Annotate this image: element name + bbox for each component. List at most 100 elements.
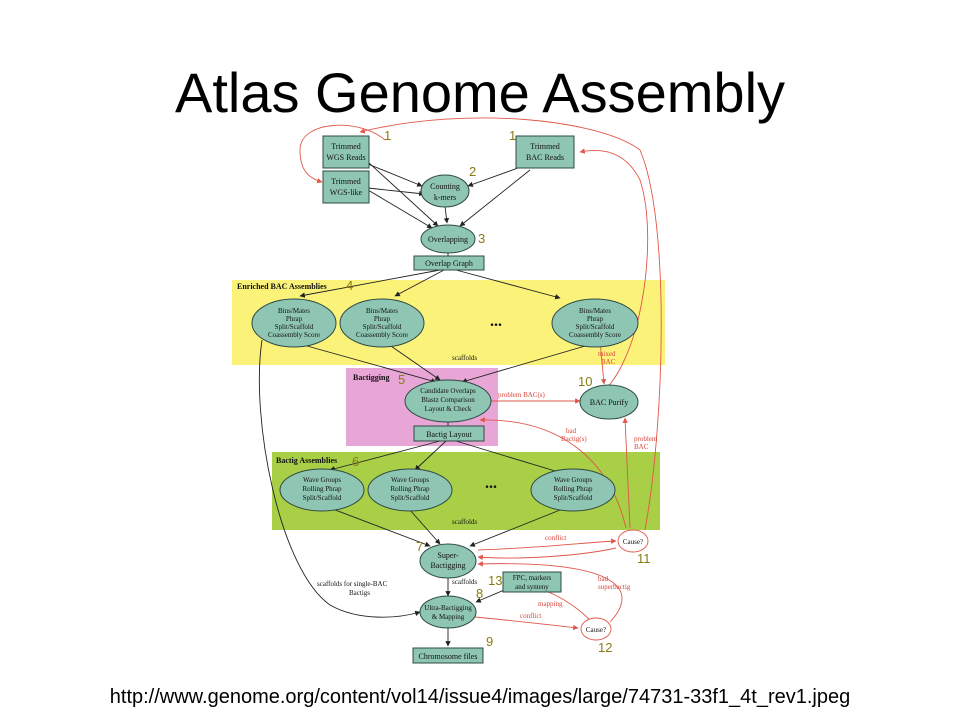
svg-text:Bactigging: Bactigging (430, 561, 465, 570)
step-9: 9 (486, 634, 493, 649)
ellipsis-2: ... (485, 475, 497, 492)
edge-label-scaffolds-1: scaffolds (452, 354, 477, 362)
svg-text:BAC Reads: BAC Reads (526, 153, 564, 162)
node-fpc-markers: FPC, markers and synteny (502, 571, 562, 593)
svg-text:k-mers: k-mers (434, 193, 456, 202)
svg-text:Wave Groups: Wave Groups (391, 476, 429, 484)
svg-text:Rolling Phrap: Rolling Phrap (390, 485, 430, 493)
edge-label-scaffolds-2: scaffolds (452, 518, 477, 526)
svg-text:Blastz Comparison: Blastz Comparison (421, 396, 475, 404)
section-label-bactig-assemblies: Bactig Assemblies (276, 456, 337, 465)
node-wave-3: Wave Groups Rolling Phrap Split/Scaffold (530, 468, 616, 512)
svg-text:Coassembly Score: Coassembly Score (569, 331, 621, 339)
step-1b: 1 (509, 128, 516, 143)
node-cause-2: Cause? (580, 617, 612, 641)
svg-text:Rolling Phrap: Rolling Phrap (553, 485, 593, 493)
svg-text:Overlapping: Overlapping (428, 235, 468, 244)
svg-text:Cause?: Cause? (623, 538, 643, 546)
step-6: 6 (352, 454, 359, 469)
edge-label-mixed-bac: BAC (601, 358, 616, 366)
svg-text:Candidate Overlaps: Candidate Overlaps (420, 387, 476, 395)
svg-text:Bins/Mates: Bins/Mates (366, 307, 398, 315)
node-bac-reads: Trimmed BAC Reads (515, 135, 575, 169)
ellipsis-1: ... (490, 313, 502, 330)
svg-text:Split/Scaffold: Split/Scaffold (275, 323, 314, 331)
edge-label-bad: bad (566, 427, 577, 435)
svg-text:Super-: Super- (437, 551, 459, 560)
svg-text:WGS-like: WGS-like (330, 188, 363, 197)
node-wave-1: Wave Groups Rolling Phrap Split/Scaffold (279, 468, 365, 512)
edge-label-conflict-2: conflict (520, 612, 541, 620)
edge-label-bad-2: bad (598, 575, 609, 583)
edge-label-conflict-1: conflict (545, 534, 566, 542)
svg-text:Split/Scaffold: Split/Scaffold (303, 494, 342, 502)
svg-text:Trimmed: Trimmed (331, 142, 361, 151)
svg-text:Ultra-Bactigging: Ultra-Bactigging (424, 604, 472, 612)
section-label-enriched: Enriched BAC Assemblies (237, 282, 327, 291)
node-wgs-like: Trimmed WGS-like (322, 170, 370, 204)
genome-assembly-diagram: Enriched BAC Assemblies Bactigging Bacti… (232, 117, 665, 664)
svg-text:Split/Scaffold: Split/Scaffold (554, 494, 593, 502)
svg-text:Rolling Phrap: Rolling Phrap (302, 485, 342, 493)
edge-label-bad-bactigs: Bactig(s) (561, 435, 587, 443)
svg-text:Split/Scaffold: Split/Scaffold (363, 323, 402, 331)
node-cause-1: Cause? (617, 529, 649, 553)
svg-text:and synteny: and synteny (515, 583, 549, 591)
svg-text:Bins/Mates: Bins/Mates (579, 307, 611, 315)
step-2: 2 (469, 164, 476, 179)
section-label-bactigging: Bactigging (353, 373, 389, 382)
step-13: 13 (488, 573, 502, 588)
node-super-bactigging: Super- Bactigging (419, 543, 477, 579)
svg-text:Trimmed: Trimmed (331, 177, 361, 186)
step-5: 5 (398, 372, 405, 387)
node-overlapping: Overlapping (420, 224, 476, 254)
step-12: 12 (598, 640, 612, 655)
svg-text:FPC, markers: FPC, markers (513, 574, 552, 582)
svg-text:Bins/Mates: Bins/Mates (278, 307, 310, 315)
source-url: http://www.genome.org/content/vol14/issu… (109, 686, 851, 708)
node-bac-purify: BAC Purify (579, 384, 639, 420)
step-8: 8 (476, 586, 483, 601)
step-4: 4 (346, 278, 353, 293)
node-chromosome-files: Chromosome files (412, 647, 484, 664)
edge-label-superbactig: superbactig (598, 583, 631, 591)
edge-label-problem-bacs: problem BAC(s) (498, 391, 546, 399)
red-edges (299, 117, 662, 631)
node-wave-2: Wave Groups Rolling Phrap Split/Scaffold (367, 468, 453, 512)
svg-text:Coassembly Score: Coassembly Score (356, 331, 408, 339)
node-wgs-reads: Trimmed WGS Reads (322, 135, 370, 169)
node-bins-2: Bins/Mates Phrap Split/Scaffold Coassemb… (339, 298, 425, 348)
svg-text:Counting: Counting (430, 182, 460, 191)
edge-label-problem-bac: BAC (634, 443, 649, 451)
svg-text:Phrap: Phrap (286, 315, 303, 323)
svg-text:WGS Reads: WGS Reads (326, 153, 365, 162)
svg-text:Cause?: Cause? (586, 626, 606, 634)
node-bins-1: Bins/Mates Phrap Split/Scaffold Coassemb… (251, 298, 337, 348)
svg-text:Wave Groups: Wave Groups (303, 476, 341, 484)
svg-text:Overlap Graph: Overlap Graph (425, 259, 473, 268)
node-bactig-layout: Bactig Layout (413, 425, 485, 442)
step-7: 7 (416, 539, 423, 554)
svg-text:Split/Scaffold: Split/Scaffold (576, 323, 615, 331)
step-3: 3 (478, 231, 485, 246)
svg-text:Split/Scaffold: Split/Scaffold (391, 494, 430, 502)
svg-text:Chromosome files: Chromosome files (419, 652, 478, 661)
edge-label-scaffolds-3: scaffolds (452, 578, 477, 586)
step-11: 11 (637, 551, 651, 566)
svg-text:Bactig Layout: Bactig Layout (426, 430, 472, 439)
step-10: 10 (578, 374, 592, 389)
slide-title: Atlas Genome Assembly (174, 61, 786, 124)
step-1a: 1 (384, 128, 391, 143)
svg-text:& Mapping: & Mapping (432, 613, 465, 621)
svg-text:Phrap: Phrap (587, 315, 604, 323)
node-overlap-graph: Overlap Graph (413, 255, 485, 271)
edge-label-single-bac: scaffolds for single-BAC (317, 580, 388, 588)
black-edges (258, 161, 593, 647)
svg-text:Coassembly Score: Coassembly Score (268, 331, 320, 339)
node-ultra-bactigging: Ultra-Bactigging & Mapping (419, 595, 477, 629)
edge-label-mapping: mapping (538, 600, 563, 608)
edge-label-bactigs: Bactigs (349, 589, 370, 597)
edge-label-mixed: mixed (598, 350, 616, 358)
svg-text:Layout & Check: Layout & Check (425, 405, 472, 413)
node-candidate-overlaps: Candidate Overlaps Blastz Comparison Lay… (404, 379, 492, 423)
